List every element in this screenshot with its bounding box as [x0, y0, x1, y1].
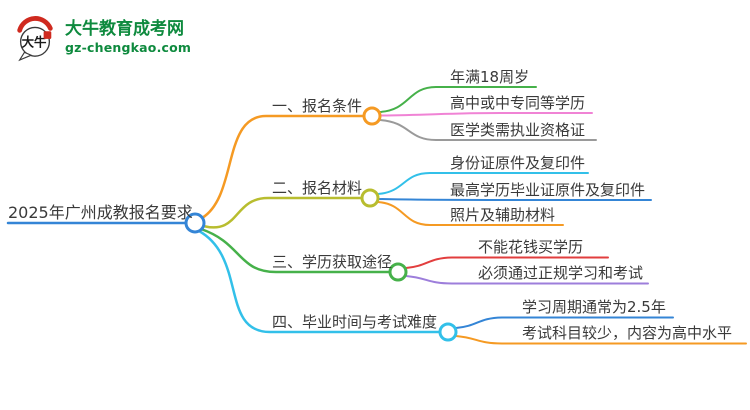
branch1-label[interactable]: 一、报名条件 [272, 97, 363, 115]
branch2-node-circle[interactable] [360, 188, 380, 208]
branch1-connector-line [200, 114, 365, 220]
leaf-photo-line [377, 201, 564, 226]
root-node-circle[interactable] [184, 212, 206, 234]
branch4-connector-line [197, 229, 441, 334]
leaf-medical-line [379, 119, 597, 141]
branch2-label[interactable]: 二、报名材料 [272, 179, 363, 197]
leaf-exam-label[interactable]: 考试科目较少，内容为高中水平 [522, 324, 733, 342]
branch3-label[interactable]: 三、学历获取途径 [272, 253, 393, 271]
site-logo[interactable]: 大牛 大牛教育成考网 gz-chengkao.com [12, 12, 191, 62]
branch3-connector-line [199, 227, 391, 274]
branch4-label[interactable]: 四、毕业时间与考试难度 [272, 313, 438, 331]
leaf-highschool-label[interactable]: 高中或中专同等学历 [450, 94, 586, 112]
leaf-nobuy-line [405, 256, 609, 269]
branch4-node-circle[interactable] [438, 322, 458, 342]
logo-domain: gz-chengkao.com [65, 39, 192, 55]
leaf-highschool-line [379, 112, 593, 117]
leaf-diploma-line [377, 198, 652, 201]
leaf-diploma-label[interactable]: 最高学历毕业证原件及复印件 [450, 181, 646, 199]
leaf-idcard-line [377, 172, 589, 195]
leaf-exam-line [455, 335, 747, 345]
branch1-node-circle[interactable] [362, 106, 382, 126]
root-node-label[interactable]: 2025年广州成教报名要求 [8, 203, 193, 222]
leaf-idcard-label[interactable]: 身份证原件及复印件 [450, 154, 586, 172]
logo-mark-text: 大牛 [22, 35, 47, 50]
branch2-connector-line [201, 196, 363, 229]
leaf-age-label[interactable]: 年满18周岁 [450, 68, 530, 86]
leaf-nobuy-label[interactable]: 不能花钱买学历 [478, 238, 584, 256]
branch3-node-circle[interactable] [388, 262, 408, 282]
leaf-medical-label[interactable]: 医学类需执业资格证 [450, 121, 586, 139]
leaf-period-line [455, 316, 674, 329]
logo-title: 大牛教育成考网 [65, 19, 184, 40]
leaf-period-label[interactable]: 学习周期通常为2.5年 [522, 298, 666, 316]
leaf-age-line [379, 86, 537, 113]
leaf-formal-study-line [405, 275, 649, 285]
leaf-formal-study-label[interactable]: 必须通过正规学习和考试 [478, 264, 644, 282]
daniu-logo-icon: 大牛 [17, 16, 53, 62]
leaf-photo-label[interactable]: 照片及辅助材料 [450, 206, 556, 224]
